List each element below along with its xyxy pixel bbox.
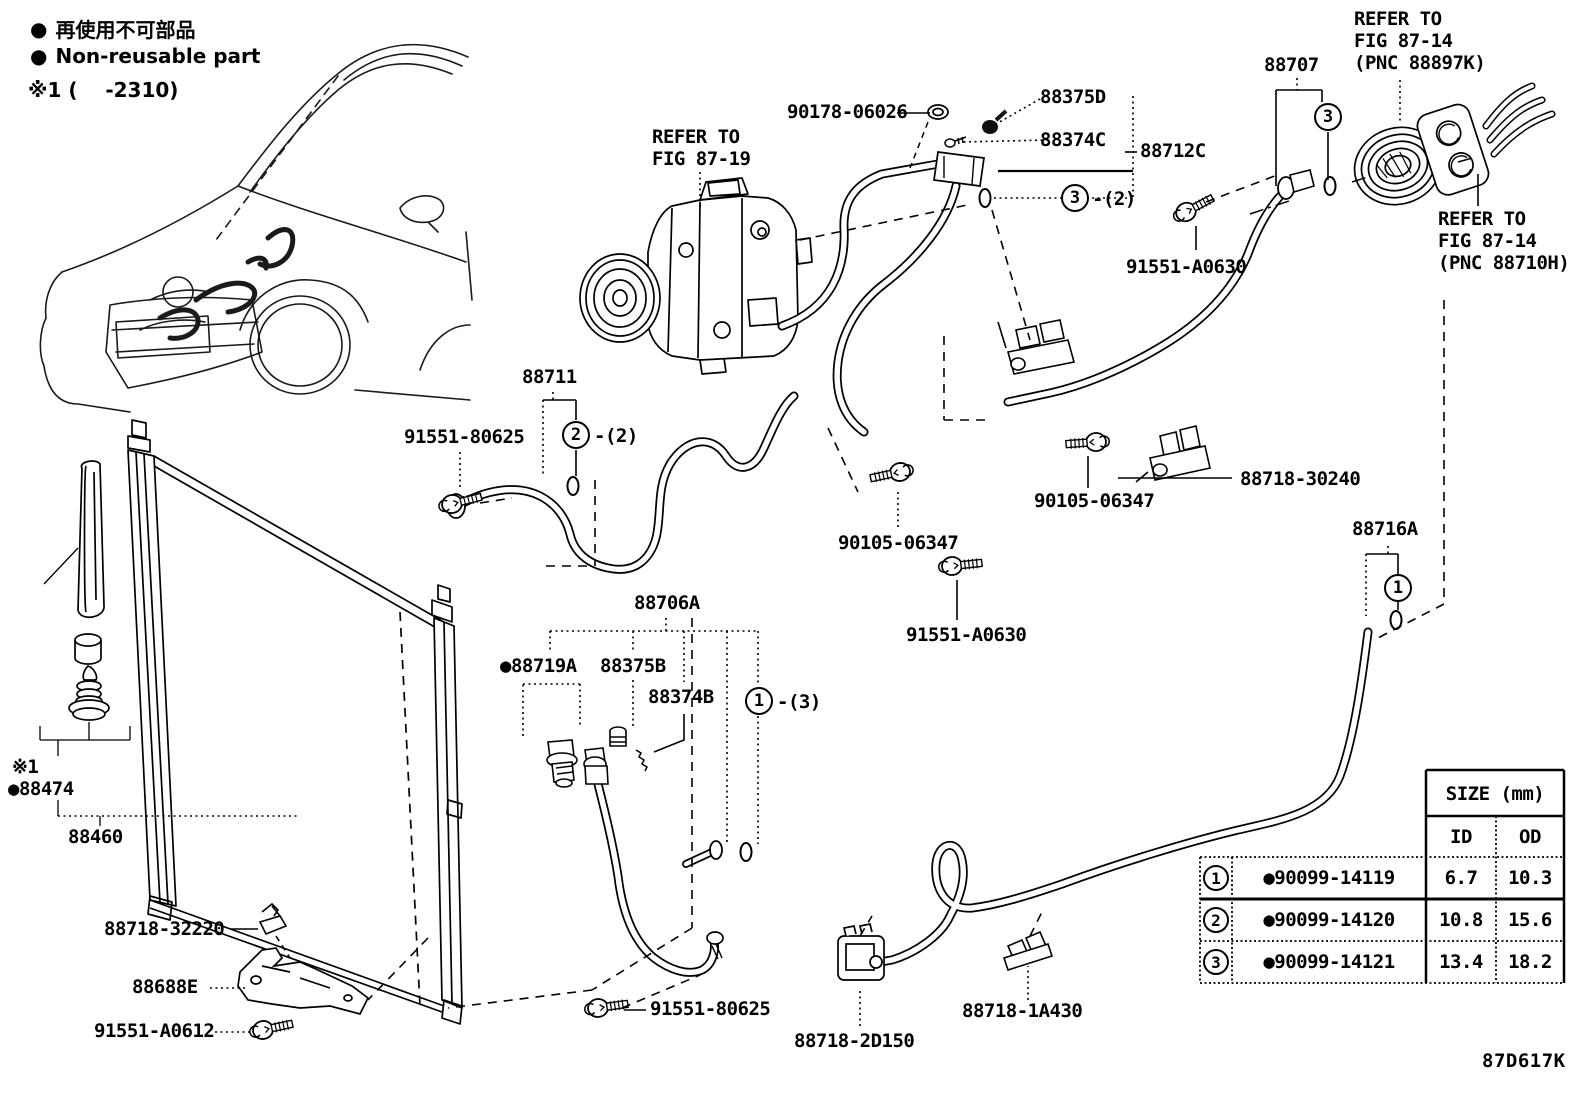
part-label-91551-A0612: 91551-A0612 [94,1020,215,1042]
table-row1-num: 1 [1203,865,1229,891]
part-label-91551-A0630-top: 91551-A0630 [1126,256,1247,278]
table-row3-od: 18.2 [1508,951,1552,973]
part-label-88716A: 88716A [1352,518,1418,540]
callout-2: 2 [562,421,590,449]
liquid-pipe-88706A [589,763,724,977]
table-row2-num: 2 [1203,907,1229,933]
legend-jp-text: 再使用不可部品 [55,18,196,42]
black-dot-icon: ● [30,16,48,41]
ref-fig-87-14-pnc88710h: REFER TO FIG 87-14 (PNC 88710H) [1438,208,1570,274]
part-label-88712C: 88712C [1140,140,1206,162]
part-label-91551-A0630-lower: 91551-A0630 [906,624,1027,646]
ref-fig-87-14-pnc88897k: REFER TO FIG 87-14 (PNC 88897K) [1354,8,1486,74]
note-star1: ※1 [12,756,39,778]
table-row2-part: ●90099-14120 [1263,909,1395,931]
part-label-90178-06026: 90178-06026 [787,101,908,123]
callout-3-hose: 3 [1061,184,1089,212]
part-label-90105-06347-right: 90105-06347 [1034,490,1155,512]
part-label-88460: 88460 [68,826,123,848]
part-label-88374B: 88374B [648,686,714,708]
oring-2 [566,476,580,496]
valve-core-88374B [635,749,648,772]
part-label-88706A: 88706A [634,592,700,614]
size-table-grid [1199,768,1566,984]
part-label-91551-80625-top: 91551-80625 [404,426,525,448]
legend-nonreusable-en: ● Non-reusable part [30,44,260,68]
callout-3-hose-qty: -(2) [1092,188,1136,210]
part-label-88718-2D150: 88718-2D150 [794,1030,915,1052]
clip-88718-32220 [258,902,291,959]
pressure-switch-88719A [546,739,578,788]
clamp-on-pipe [997,319,1075,375]
table-row1-part: ●90099-14119 [1263,867,1395,889]
part-label-88374C: 88374C [1040,129,1106,151]
condenser-88460 [127,419,463,1025]
part-label-88375B: 88375B [600,655,666,677]
oring-3a [978,188,992,208]
bolt-90105-06347-left [867,459,916,488]
stud-90178-06026 [909,104,949,169]
compressor [579,177,813,375]
clamp-88718-2D150 [837,923,885,981]
table-row3-num: 3 [1203,949,1229,975]
callout-2-qty: -(2) [594,425,638,447]
car-sketch [39,43,473,413]
part-label-88707: 88707 [1264,54,1319,76]
part-label-88718-1A430: 88718-1A430 [962,1000,1083,1022]
callout-1-rear: 1 [1384,574,1412,602]
bolt-90105-06347-right [1064,431,1111,454]
table-header-id: ID [1450,826,1472,848]
callout-1-liquid: 1 [745,687,773,715]
callout-3-pipe: 3 [1314,103,1342,131]
dashed-lines [367,173,1445,1009]
callout-1-liquid-qty: -(3) [777,691,821,713]
legend-nonreusable-jp: ● 再使用不可部品 [30,14,195,43]
table-row3-id: 13.4 [1439,951,1483,973]
part-label-88688E: 88688E [132,976,198,998]
expansion-valve [1416,103,1490,196]
part-label-88719A: ●88719A [500,655,577,677]
part-label-88711: 88711 [522,366,577,388]
bolt-91551-A0630-lower [936,553,984,578]
clamp-88718-30240 [1135,425,1211,483]
part-label-91551-80625-bottom: 91551-80625 [650,998,771,1020]
legend-en-text: Non-reusable part [55,44,261,68]
suction-pipe-88707 [1003,169,1315,407]
bolt-88375D [982,109,1008,134]
sight-glass-fitting [583,747,609,785]
table-row1-id: 6.7 [1444,867,1478,889]
table-row2-od: 15.6 [1508,909,1552,931]
bolt-91551-80625-bottom [582,994,630,1020]
part-label-88718-32220: 88718-32220 [104,918,225,940]
legend-note: ※1 ( -2310) [28,78,179,102]
suction-hose-88712C [777,151,985,437]
oring-1a [739,842,753,862]
table-row3-part: ●90099-14121 [1263,951,1395,973]
part-label-90105-06347-left: 90105-06347 [838,532,959,554]
black-dot-icon: ● [30,44,48,68]
receiver-drier-parts-88474 [39,460,300,826]
table-header-size: SIZE (mm) [1445,783,1545,805]
clip-88718-1A430 [1002,930,1054,972]
oring-3b [1323,176,1337,196]
cap-88375B [609,726,627,747]
drawing-code: 87D617K [1482,1050,1566,1072]
bracket-88688E [237,947,370,1015]
dashdot-axis [1249,156,1477,215]
table-header-od: OD [1519,826,1541,848]
rear-liquid-pipe [863,627,1373,969]
table-row2-id: 10.8 [1439,909,1483,931]
discharge-hose-88711 [446,391,799,574]
bolt-91551-A0612 [247,1014,296,1043]
ref-fig-87-19: REFER TO FIG 87-19 [652,126,751,170]
table-row1-od: 10.3 [1508,867,1552,889]
heater-pipes [1482,82,1556,158]
valve-88374C [944,136,967,148]
leader-lines [210,78,1479,1033]
part-label-88474: ●88474 [8,778,74,800]
bolt-91551-A0630-top [1169,189,1218,228]
part-label-88375D: 88375D [1040,86,1106,108]
part-label-88718-30240: 88718-30240 [1240,468,1361,490]
